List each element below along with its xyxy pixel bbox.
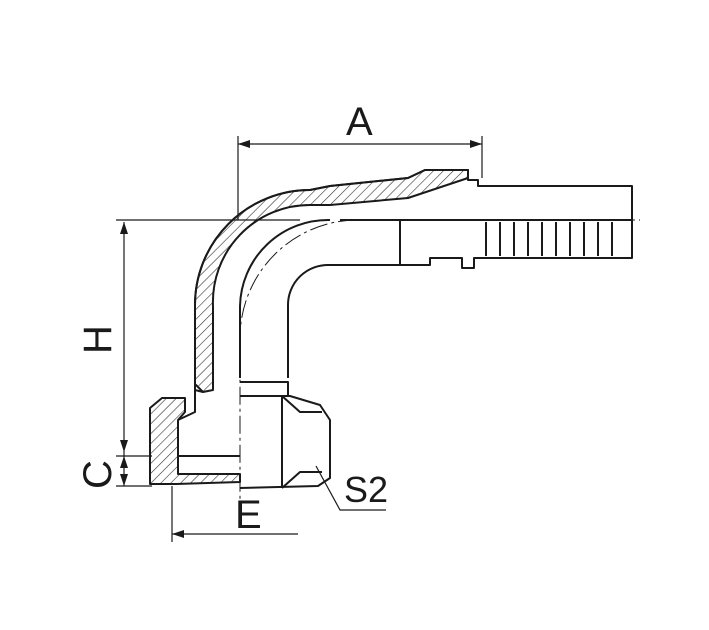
centerline-bend [239,219,357,505]
dimension-label-c: C [76,460,120,489]
tail-body [399,220,633,269]
dimension-label-s2: S2 [344,469,389,510]
elbow-wall-section [193,169,469,393]
dimension-label-e: E [235,493,262,537]
nut-section [149,397,241,485]
arrow-a-right [470,140,482,148]
s2-leader [315,465,386,511]
collar [240,381,289,397]
arrow-a-left [238,140,250,148]
tail-barbs [485,222,613,256]
elbow-inside-profile [286,263,400,378]
dimension-label-h: H [76,325,120,354]
dimension-label-a: A [346,100,373,144]
arrow-h-bottom [120,440,128,452]
arrow-h-top [120,222,128,234]
nut-seat-notch [177,389,204,421]
arrow-c-top [120,456,128,468]
tail-top-profile [309,169,633,212]
hex-chamfer-bottom [281,471,322,489]
elbow-outer-profile [193,189,311,390]
arrow-c-bottom [120,474,128,486]
elbow-inner-bore [239,218,331,378]
hex-nut-outline [239,395,331,489]
hex-chamfer-top [281,395,322,413]
arrow-e-left [172,530,184,538]
